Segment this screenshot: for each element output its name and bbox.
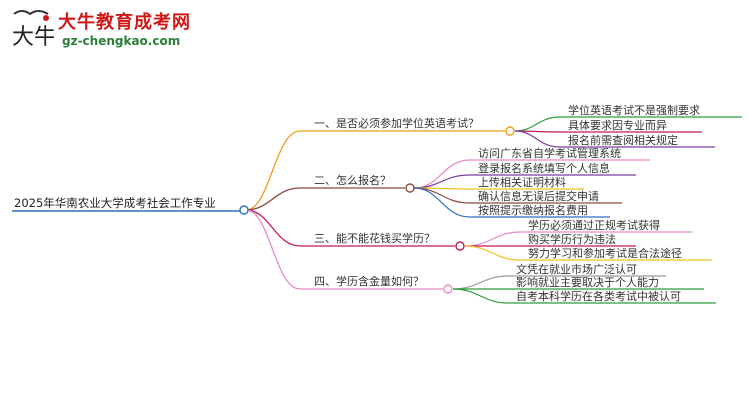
- leaf-label: 确认信息无误后提交申请: [478, 189, 599, 203]
- branch-node-2[interactable]: [405, 183, 415, 193]
- leaf-label: 购买学历行为违法: [528, 232, 616, 246]
- leaf-label: 学位英语考试不是强制要求: [568, 103, 700, 117]
- branch-node-1[interactable]: [505, 126, 515, 136]
- logo-title: 大牛教育成考网: [58, 12, 191, 33]
- leaf-label: 影响就业主要取决于个人能力: [516, 275, 659, 289]
- site-logo[interactable]: 大牛 大牛教育成考网 gz-chengkao.com: [6, 6, 206, 56]
- root-node[interactable]: [239, 205, 249, 215]
- root-label: 2025年华南农业大学成考社会工作专业: [14, 196, 216, 210]
- leaf-label: 按照提示缴纳报名费用: [478, 203, 588, 217]
- leaf-label: 自考本科学历在各类考试中被认可: [516, 289, 681, 303]
- leaf-label: 登录报名系统填写个人信息: [478, 161, 610, 175]
- branch-label-2: 二、怎么报名？: [314, 173, 391, 187]
- leaf-label: 上传相关证明材料: [478, 175, 566, 189]
- branch-connector-3: [245, 209, 455, 247]
- branch-node-3[interactable]: [455, 241, 465, 251]
- leaf-label: 报名前需查阅相关规定: [568, 133, 678, 147]
- leaf-connector: [413, 159, 650, 189]
- branch-label-1: 一、是否必须参加学位英语考试？: [314, 116, 479, 130]
- branch-connector-1: [245, 130, 505, 211]
- leaf-label: 访问广东省自学考试管理系统: [478, 146, 621, 160]
- bull-logo-icon: 大牛: [12, 10, 54, 50]
- leaf-connector: [514, 130, 715, 148]
- leaf-connector: [413, 187, 610, 218]
- branch-node-4[interactable]: [443, 284, 453, 294]
- logo-mark-text: 大牛: [12, 25, 54, 50]
- leaf-connector: [464, 245, 712, 261]
- leaf-label: 文凭在就业市场广泛认可: [516, 262, 637, 276]
- logo-url: gz-chengkao.com: [62, 34, 181, 48]
- leaf-label: 具体要求因专业而异: [568, 118, 667, 132]
- branch-connector-2: [245, 187, 405, 211]
- branch-label-3: 三、能不能花钱买学历？: [314, 231, 435, 245]
- leaf-label: 学历必须通过正规考试获得: [528, 218, 660, 232]
- branch-connector-4: [245, 209, 443, 290]
- leaf-label: 努力学习和参加考试是合法途径: [528, 246, 682, 260]
- branch-label-4: 四、学历含金量如何？: [314, 274, 424, 288]
- leaf-connector: [452, 288, 716, 304]
